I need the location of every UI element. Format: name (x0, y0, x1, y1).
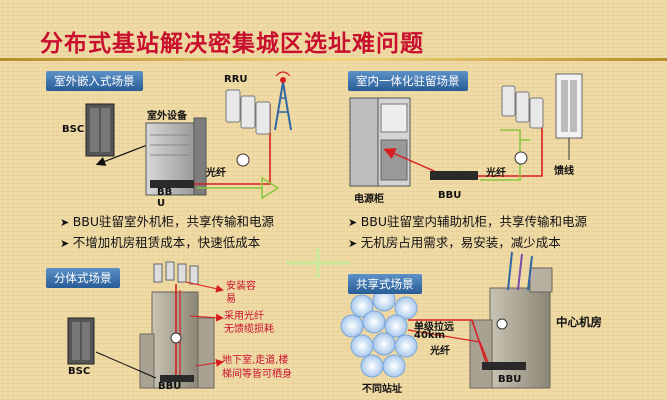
radio-tower-icon (274, 71, 292, 131)
install-easy-label: 安装容 易 (226, 281, 256, 305)
power-cabinet-label: 电源柜 (354, 194, 384, 205)
distributed-rru-group (153, 261, 199, 285)
tag-outdoor-scene: 室外嵌入式场景 (46, 71, 143, 91)
shared-fiber-connector-icon (496, 318, 508, 330)
outdoor-bullet-2: 不增加机房租赁成本，快速低成本 (60, 233, 274, 254)
outdoor-bbu-label: BB U (157, 187, 173, 209)
different-sites-label: 不同站址 (362, 384, 402, 395)
distributed-bbu-label: BBU (158, 381, 182, 392)
indoor-bullet-1: BBU驻留室内辅助机柜，共享传输和电源 (348, 212, 587, 233)
indoor-rru-group (501, 85, 544, 129)
distributed-bsc-cabinet (67, 317, 95, 365)
outdoor-bbu (150, 180, 194, 188)
distance-label: 40km (414, 330, 445, 341)
outdoor-bsc-label: BSC (62, 124, 85, 135)
outdoor-bullet-1: BBU驻留室外机柜，共享传输和电源 (60, 212, 274, 233)
outdoor-cabinet-label: 室外设备 (147, 111, 187, 122)
indoor-fiber-label: 光纤 (486, 168, 506, 179)
distributed-scene-figure (67, 261, 224, 389)
outdoor-fiber-label: 光纤 (206, 168, 226, 179)
indoor-bullet-2: 无机房占用需求，易安装，减少成本 (348, 233, 587, 254)
basement-label: 地下室,走道,楼 梯间等皆可栖身 (222, 355, 292, 380)
distributed-fiber-connector-icon (170, 332, 182, 344)
tag-indoor-scene: 室内一体化驻留场景 (348, 71, 468, 91)
cell-cluster (340, 288, 418, 378)
tag-distributed-scene: 分体式场景 (46, 268, 120, 288)
center-cross-decoration (286, 248, 350, 278)
indoor-bbu (430, 171, 478, 180)
outdoor-rru-label: RRU (224, 74, 248, 85)
indoor-bullets: BBU驻留室内辅助机柜，共享传输和电源 无机房占用需求，易安装，减少成本 (348, 212, 587, 254)
distributed-bsc-label: BSC (68, 366, 91, 377)
bsc-cabinet (85, 103, 115, 157)
distributed-bbu (160, 375, 194, 382)
outdoor-rru-group (225, 89, 271, 135)
indoor-feeder-label: 馈线 (554, 166, 574, 177)
indoor-bbu-label: BBU (438, 190, 462, 201)
outdoor-fiber-connector-icon (236, 153, 250, 167)
shared-fiber-label: 光纤 (430, 346, 450, 357)
indoor-fiber (478, 118, 543, 177)
shared-scene-figure (340, 251, 553, 389)
tag-shared-scene: 共享式场景 (348, 274, 422, 294)
power-cabinet (349, 97, 411, 187)
indoor-fiber-connector-icon (514, 151, 528, 165)
central-office-building (469, 267, 553, 389)
single-level-label: 单级拉远 (414, 322, 454, 333)
title-divider (0, 58, 667, 61)
outdoor-bullets: BBU驻留室外机柜，共享传输和电源 不增加机房租赁成本，快速低成本 (60, 212, 274, 254)
shared-bbu (482, 362, 526, 370)
slide-title: 分布式基站解决密集城区选址难问题 (40, 31, 424, 57)
shared-fiber (408, 319, 487, 363)
outdoor-scene-figure (85, 71, 292, 200)
indoor-scene-figure (349, 73, 583, 187)
indoor-antenna-panel (555, 73, 583, 139)
shared-bbu-label: BBU (498, 374, 522, 385)
fiber-no-loss-label: 采用光纤 无馈缆损耗 (224, 311, 274, 335)
center-office-label: 中心机房 (556, 315, 602, 329)
